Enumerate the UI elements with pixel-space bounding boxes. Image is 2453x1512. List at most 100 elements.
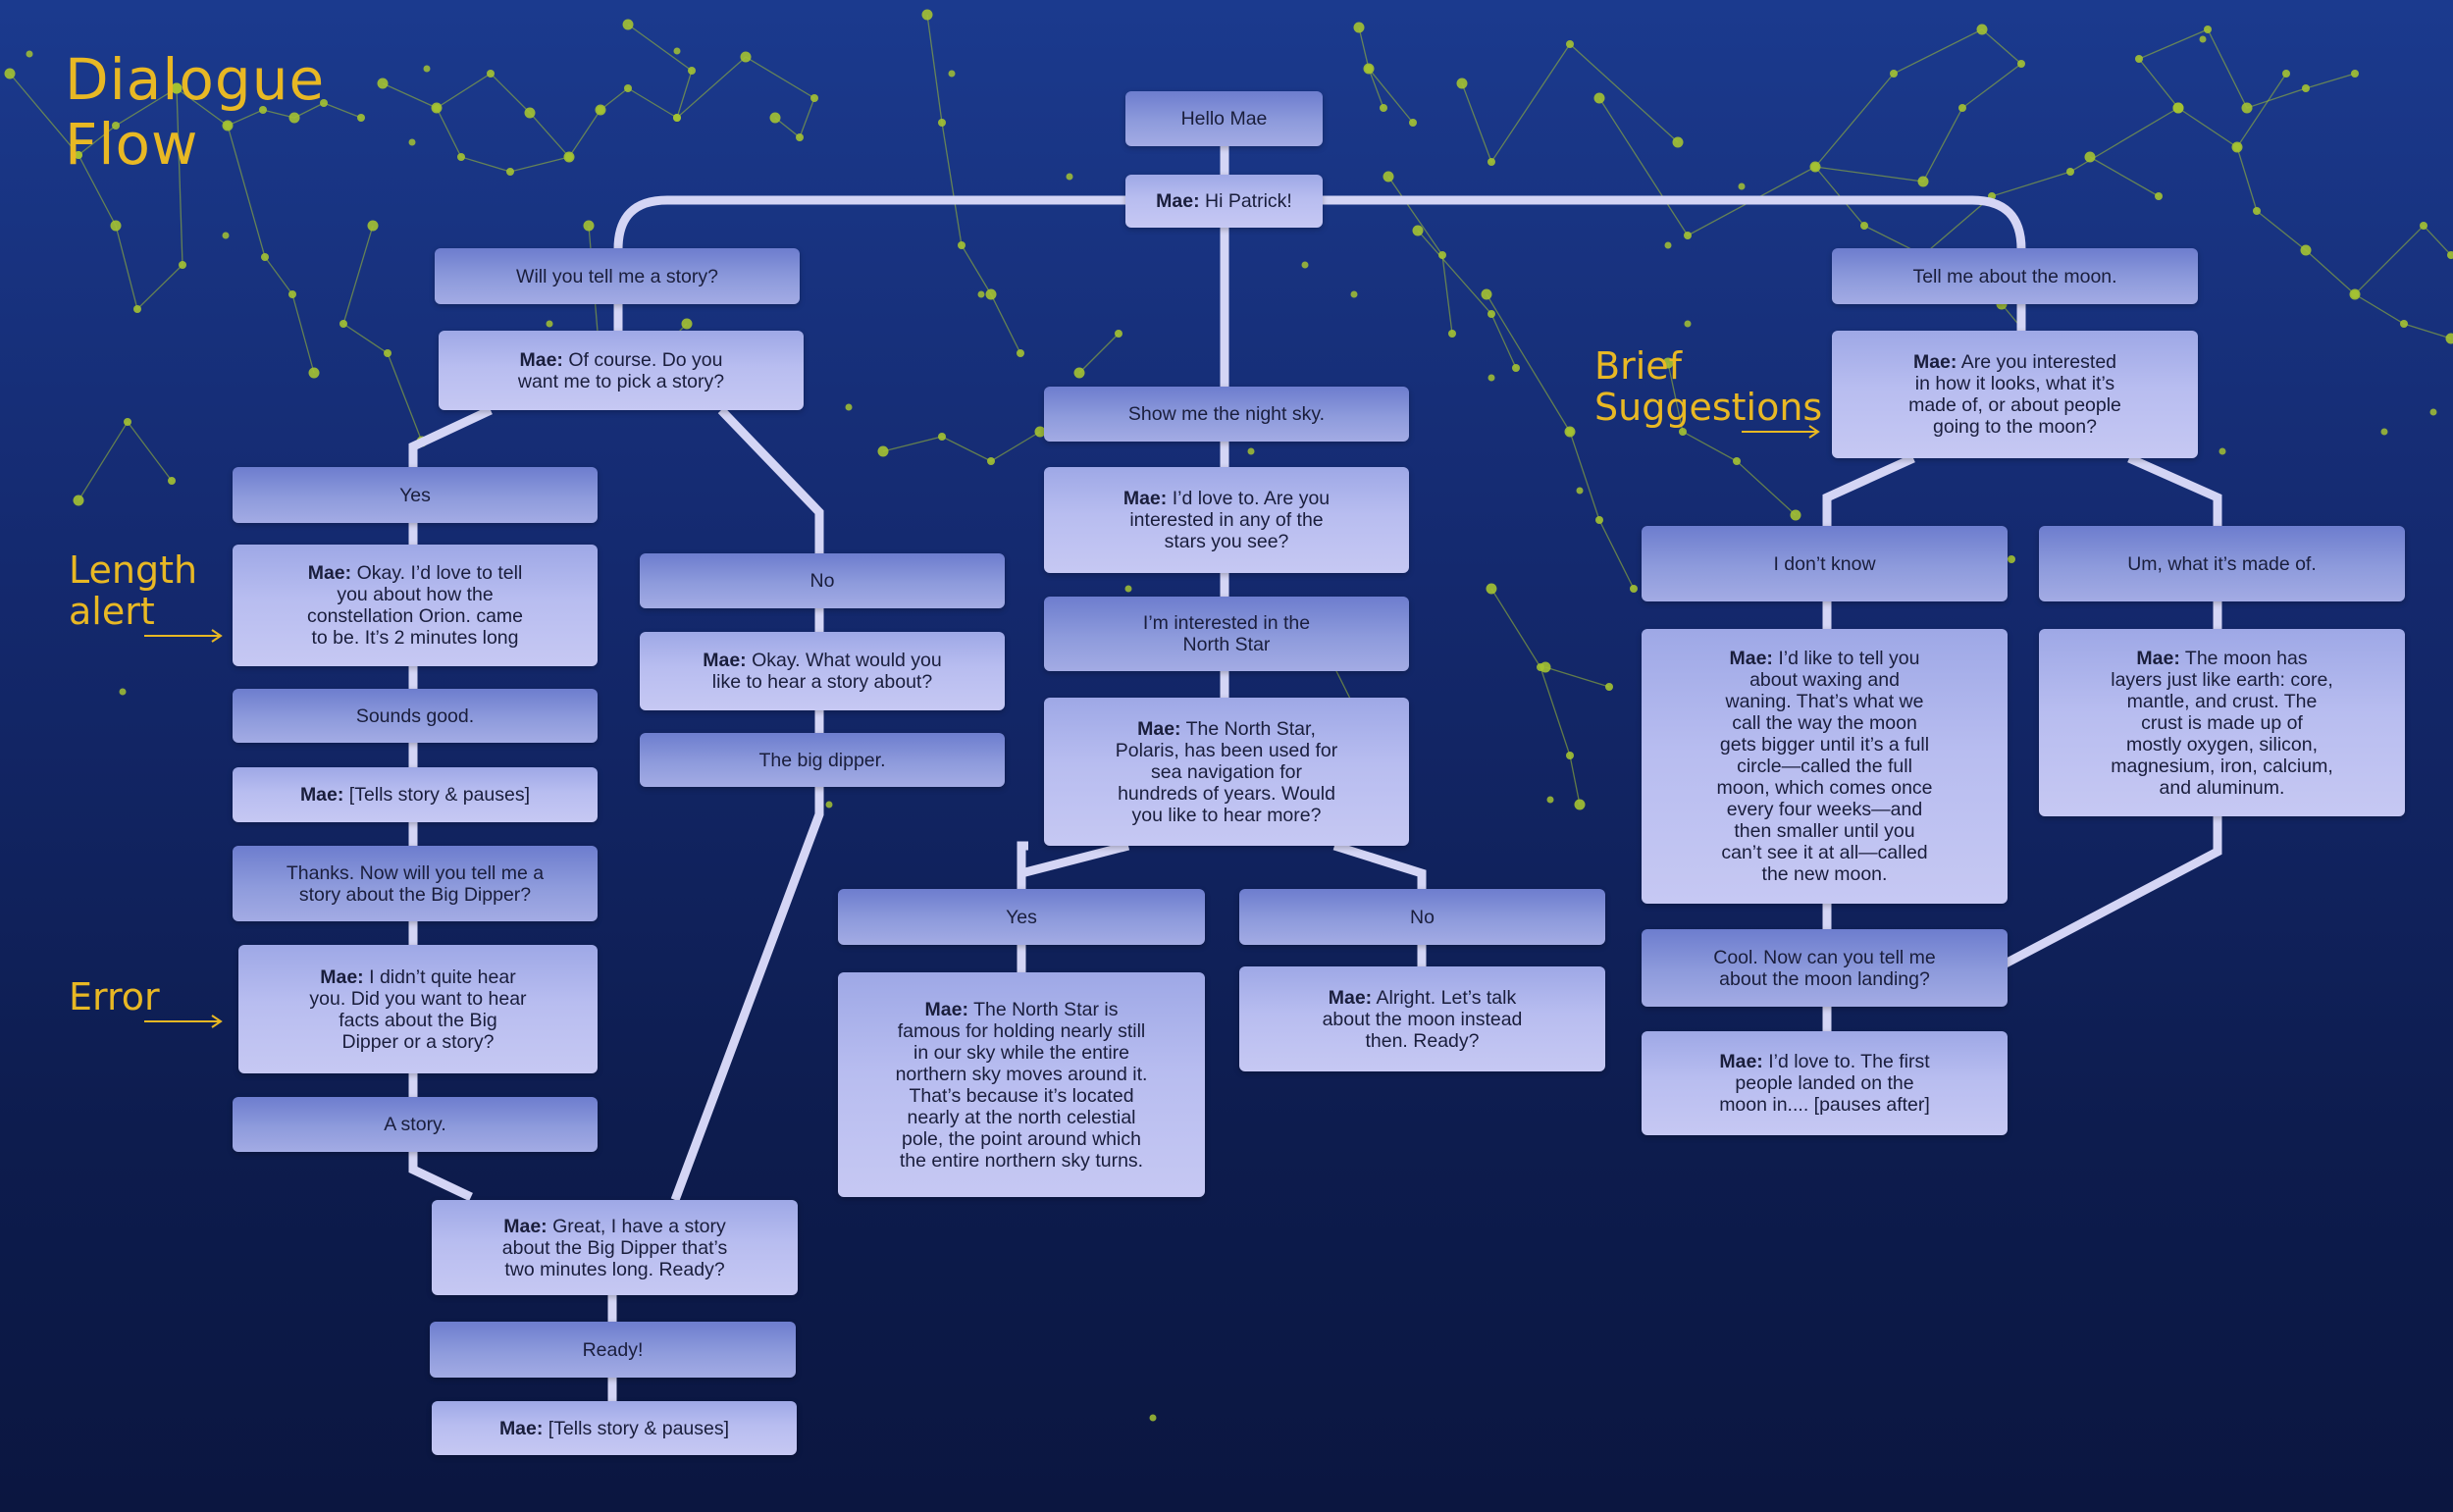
node-waxing: Mae: I’d like to tell you about waxing a… (1642, 629, 2008, 904)
node-text: I don’t know (1773, 552, 1876, 575)
node-text: No (1410, 906, 1435, 928)
node-text: Mae: I’d love to. Are you interested in … (1122, 488, 1331, 552)
constellation-line (1667, 362, 1797, 516)
star-dot (384, 349, 391, 357)
star-dot (26, 50, 33, 58)
connector-line (2127, 453, 2222, 526)
node-hi-patrick: Mae: Hi Patrick! (1125, 175, 1323, 228)
page-title: Dialogue Flow (65, 46, 326, 178)
star-dot (1481, 288, 1492, 300)
annotation-arrow-head (211, 1015, 223, 1028)
node-orion: Mae: Okay. I’d love to tell you about ho… (233, 545, 598, 666)
star-dot (583, 220, 595, 232)
node-north-star-interest: I’m interested in the North Star (1044, 597, 1409, 671)
node-text: Will you tell me a story? (516, 265, 718, 287)
star-dot (1017, 349, 1024, 357)
star-dot (2008, 555, 2015, 563)
node-made-of-question: Um, what it’s made of. (2039, 526, 2405, 601)
node-big-dipper-question: Thanks. Now will you tell me a story abo… (233, 846, 598, 921)
star-dot (320, 99, 328, 107)
annotation-error: Error (69, 975, 160, 1018)
star-dot (1917, 176, 1929, 187)
star-dot (740, 51, 752, 63)
node-ready: Ready! (430, 1322, 796, 1378)
star-dot (308, 367, 320, 379)
star-dot (1363, 63, 1375, 75)
star-dot (1487, 374, 1495, 382)
node-a-story: A story. (233, 1097, 598, 1152)
star-dot (1564, 426, 1576, 438)
star-dot (1566, 752, 1574, 759)
star-dot (506, 168, 514, 176)
star-dot (423, 65, 431, 73)
node-text: Yes (399, 484, 431, 506)
star-dot (546, 320, 553, 328)
node-text: Mae: Are you interested in how it looks,… (1908, 351, 2121, 438)
node-no-story: No (640, 553, 1005, 608)
node-no-more: No (1239, 889, 1605, 945)
node-night-sky: Show me the night sky. (1044, 387, 1409, 442)
node-text: Ready! (582, 1338, 644, 1361)
star-dot (1073, 367, 1085, 379)
star-dot (948, 70, 956, 78)
node-text: Mae: [Tells story & pauses] (299, 784, 531, 806)
star-dot (1034, 426, 1046, 438)
star-dot (288, 112, 300, 124)
star-dot (985, 288, 997, 300)
node-moon-landing-question: Cool. Now can you tell me about the moon… (1642, 929, 2008, 1007)
star-dot (1664, 241, 1672, 249)
node-text: Thanks. Now will you tell me a story abo… (286, 861, 545, 906)
node-text: Um, what it’s made of. (2127, 552, 2317, 575)
star-dot (1958, 104, 1966, 112)
connector-line (1332, 841, 1427, 889)
star-dot (2445, 333, 2453, 344)
constellation-line (882, 431, 1041, 462)
star-dot (431, 102, 443, 114)
node-moon-interest: Mae: Are you interested in how it looks,… (1832, 331, 2198, 458)
node-text: Sounds good. (355, 704, 475, 727)
star-dot (119, 688, 127, 696)
star-dot (2135, 55, 2143, 63)
star-dot (1540, 661, 1551, 673)
star-dot (1684, 232, 1692, 239)
star-dot (1733, 457, 1741, 465)
constellation-line (227, 125, 315, 374)
star-dot (377, 78, 389, 89)
star-dot (1593, 92, 1605, 104)
node-text: Show me the night sky. (1127, 403, 1326, 425)
star-dot (1574, 799, 1586, 810)
star-dot (1595, 516, 1603, 524)
node-yes-more: Yes (838, 889, 1205, 945)
connector-line (408, 1152, 473, 1202)
star-dot (673, 114, 681, 122)
node-text: Mae: Hi Patrick! (1156, 190, 1292, 212)
star-dot (622, 19, 634, 30)
node-text: The big dipper. (758, 749, 886, 771)
constellation-line (382, 73, 601, 159)
connector-line (670, 787, 824, 1202)
node-dont-know: I don’t know (1642, 526, 2008, 601)
star-dot (1383, 171, 1394, 182)
star-dot (124, 418, 131, 426)
star-dot (1512, 364, 1520, 372)
star-dot (2349, 288, 2361, 300)
star-dot (2447, 251, 2453, 259)
constellation-line (436, 107, 570, 173)
star-dot (339, 320, 347, 328)
node-text: Mae: [Tells story & pauses] (498, 1417, 730, 1439)
star-dot (2351, 70, 2359, 78)
star-dot (110, 220, 122, 232)
constellation-line (1368, 68, 1414, 124)
star-dot (2204, 26, 2212, 33)
star-dot (2017, 60, 2025, 68)
star-dot (877, 445, 889, 457)
node-text: Mae: The North Star, Polaris, has been u… (1115, 717, 1338, 826)
star-dot (673, 47, 681, 55)
node-moon-question: Tell me about the moon. (1832, 248, 2198, 304)
node-first-people: Mae: I’d love to. The first people lande… (1642, 1031, 2008, 1135)
star-dot (222, 120, 234, 131)
star-dot (595, 104, 606, 116)
star-dot (1890, 70, 1898, 78)
